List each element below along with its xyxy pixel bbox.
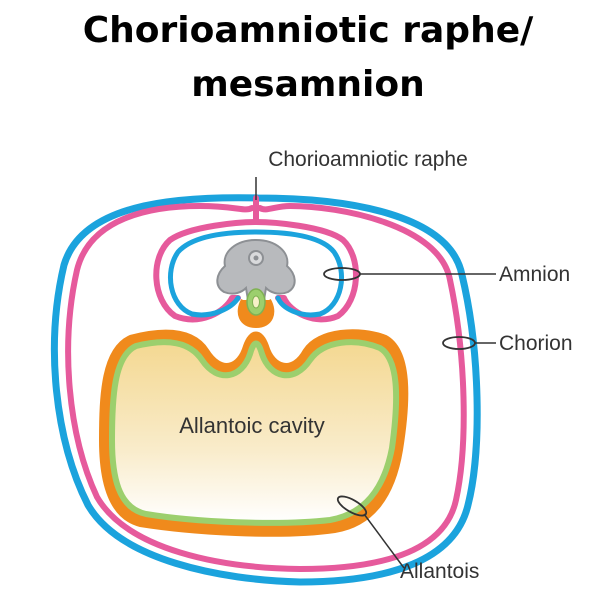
label-amnion: Amnion	[499, 263, 570, 286]
diagram-title: Chorioamniotic raphe/ mesamnion	[0, 4, 616, 112]
amnion-blue-line	[168, 229, 344, 318]
chorion-outer-line	[51, 194, 481, 586]
chorion-inner-line	[65, 203, 467, 572]
allantois-callout-ring	[336, 495, 368, 517]
label-chorioamniotic-raphe: Chorioamniotic raphe	[268, 148, 468, 171]
label-allantois: Allantois	[400, 560, 479, 583]
label-allantoic-cavity: Allantoic cavity	[179, 413, 325, 438]
allantois-leader-line	[363, 513, 405, 569]
label-chorion: Chorion	[499, 332, 573, 355]
title-line-1: Chorioamniotic raphe/	[82, 10, 534, 51]
gut-lumen	[252, 295, 260, 309]
allantoic-cavity	[109, 339, 400, 526]
title-line-2: mesamnion	[191, 64, 425, 105]
embryo-neural-tube-inner	[253, 255, 259, 261]
